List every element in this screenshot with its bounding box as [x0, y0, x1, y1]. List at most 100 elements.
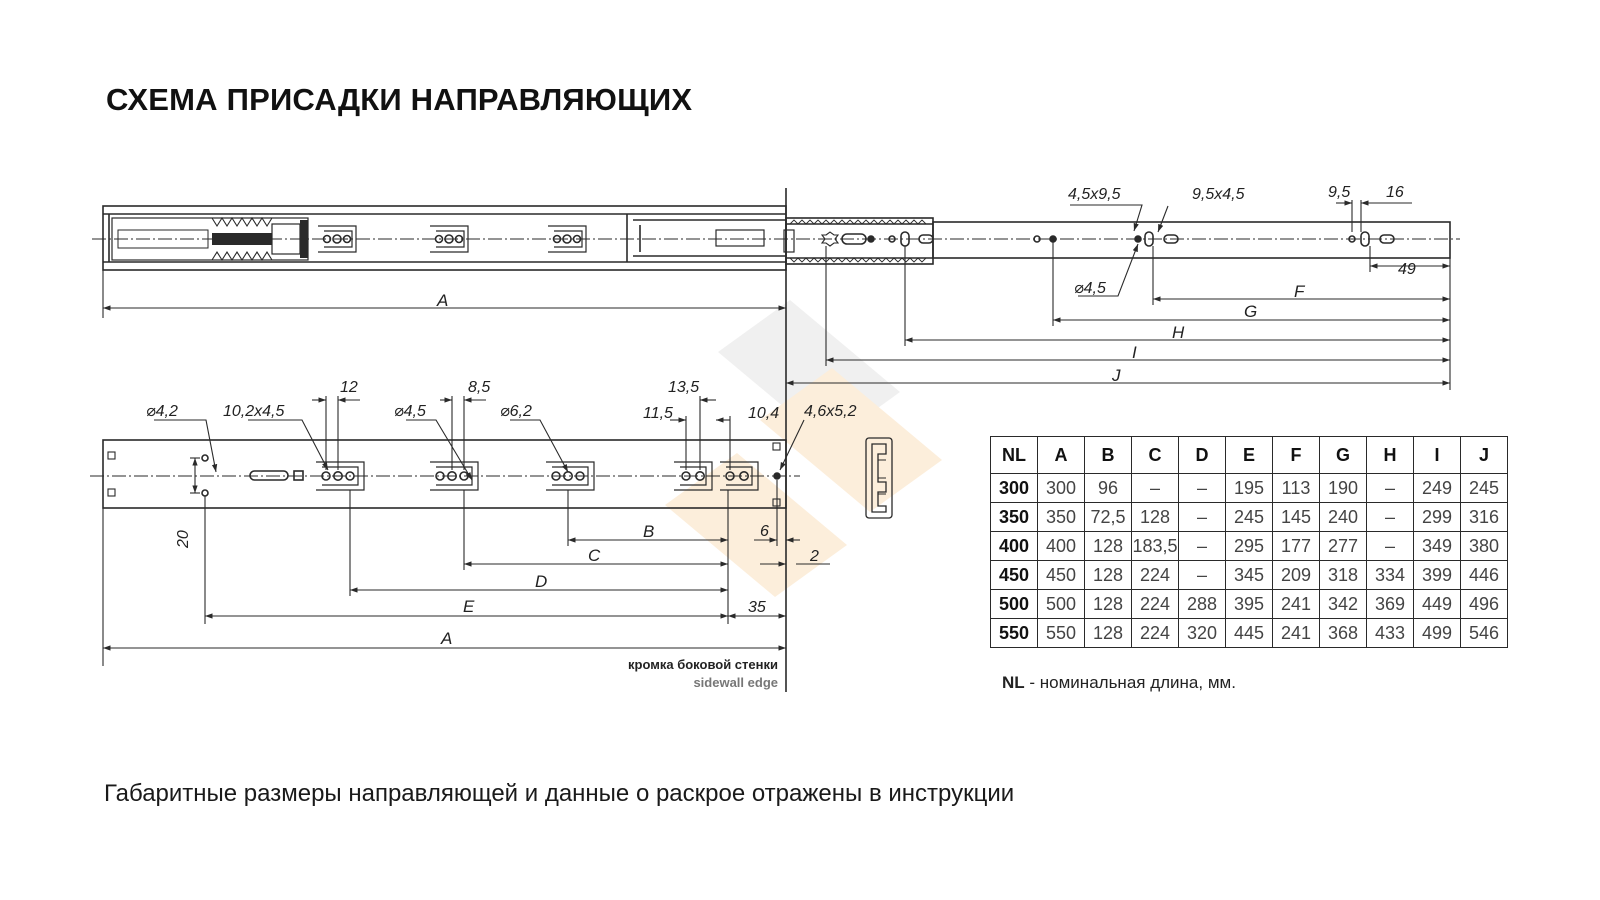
- svg-text:2: 2: [809, 548, 819, 565]
- table-row: 400 400 128 183,5 – 295 177 277 – 349 38…: [990, 531, 1508, 561]
- table-cell: 241: [1272, 589, 1320, 619]
- table-cell: 128: [1084, 589, 1132, 619]
- table-cell: 399: [1413, 560, 1461, 590]
- table-cell: 380: [1460, 531, 1508, 561]
- table-cell: 190: [1319, 473, 1367, 503]
- table-cell: 350: [990, 502, 1038, 532]
- table-cell: –: [1178, 502, 1226, 532]
- table-header: H: [1366, 436, 1414, 474]
- svg-text:13,5: 13,5: [668, 379, 699, 396]
- table-cell: 128: [1084, 560, 1132, 590]
- table-cell: 224: [1131, 618, 1179, 648]
- svg-text:49: 49: [1398, 261, 1416, 278]
- table-cell: 240: [1319, 502, 1367, 532]
- svg-text:D: D: [535, 572, 547, 591]
- table-cell: –: [1178, 473, 1226, 503]
- table-cell: 450: [990, 560, 1038, 590]
- top-dimension-lines: [102, 200, 1451, 390]
- svg-text:⌀4,5: ⌀4,5: [1074, 280, 1106, 297]
- slide-profile-section: [865, 437, 893, 519]
- table-cell: –: [1178, 560, 1226, 590]
- legend-key: NL: [1002, 673, 1025, 692]
- table-cell: 369: [1366, 589, 1414, 619]
- svg-text:35: 35: [748, 599, 766, 616]
- table-cell: 183,5: [1131, 531, 1179, 561]
- table-cell: 300: [990, 473, 1038, 503]
- bottom-dimension-texts: ⌀4,2 10,2x4,5 ⌀4,5 ⌀6,2 12 8,5 13,5 11,5…: [146, 379, 857, 690]
- svg-text:20: 20: [175, 530, 192, 549]
- table-cell: 209: [1272, 560, 1320, 590]
- table-cell: 368: [1319, 618, 1367, 648]
- table-legend: NL - номинальная длина, мм.: [1002, 673, 1236, 693]
- table-cell: 72,5: [1084, 502, 1132, 532]
- table-cell: 395: [1225, 589, 1273, 619]
- table-cell: 500: [990, 589, 1038, 619]
- table-header: J: [1460, 436, 1508, 474]
- table-cell: –: [1366, 502, 1414, 532]
- table-cell: 128: [1131, 502, 1179, 532]
- slide-inner-rail: [639, 225, 765, 252]
- table-cell: 277: [1319, 531, 1367, 561]
- table-cell: 500: [1037, 589, 1085, 619]
- table-cell: 295: [1225, 531, 1273, 561]
- edge-label-ru: кромка боковой стенки: [628, 657, 778, 672]
- table-header: NL: [990, 436, 1038, 474]
- table-cell: 300: [1037, 473, 1085, 503]
- table-cell: 400: [990, 531, 1038, 561]
- svg-text:I: I: [1132, 343, 1137, 362]
- svg-text:A: A: [440, 629, 452, 648]
- table-cell: 546: [1460, 618, 1508, 648]
- svg-text:9,5: 9,5: [1328, 184, 1350, 201]
- svg-text:E: E: [463, 597, 475, 616]
- table-cell: 345: [1225, 560, 1273, 590]
- svg-text:H: H: [1172, 323, 1185, 342]
- svg-text:8,5: 8,5: [468, 379, 490, 396]
- table-cell: 334: [1366, 560, 1414, 590]
- table-cell: 113: [1272, 473, 1320, 503]
- svg-text:C: C: [588, 546, 601, 565]
- table-cell: 316: [1460, 502, 1508, 532]
- table-cell: 299: [1413, 502, 1461, 532]
- table-header: I: [1413, 436, 1461, 474]
- table-cell: –: [1131, 473, 1179, 503]
- table-header: D: [1178, 436, 1226, 474]
- table-cell: 496: [1460, 589, 1508, 619]
- table-row: 500 500 128 224 288 395 241 342 369 449 …: [990, 589, 1508, 619]
- table-header: B: [1084, 436, 1132, 474]
- svg-text:F: F: [1294, 282, 1306, 301]
- table-cell: 245: [1225, 502, 1273, 532]
- top-dimension-texts: 4,5x9,5 9,5x4,5 ⌀4,5 9,5 16 49 F G H I J…: [436, 184, 1416, 385]
- table-cell: 349: [1413, 531, 1461, 561]
- svg-text:16: 16: [1386, 184, 1404, 201]
- table-cell: 96: [1084, 473, 1132, 503]
- svg-text:J: J: [1111, 366, 1121, 385]
- table-cell: 400: [1037, 531, 1085, 561]
- table-cell: 177: [1272, 531, 1320, 561]
- table-row: 350 350 72,5 128 – 245 145 240 – 299 316: [990, 502, 1508, 532]
- table-cell: 145: [1272, 502, 1320, 532]
- table-cell: 288: [1178, 589, 1226, 619]
- table-cell: 224: [1131, 589, 1179, 619]
- svg-text:11,5: 11,5: [643, 405, 673, 422]
- table-cell: 320: [1178, 618, 1226, 648]
- svg-text:12: 12: [340, 379, 358, 396]
- table-header: A: [1037, 436, 1085, 474]
- svg-text:⌀4,5: ⌀4,5: [394, 403, 426, 420]
- table-cell: 241: [1272, 618, 1320, 648]
- table-cell: 450: [1037, 560, 1085, 590]
- watermark-logo: [665, 300, 942, 597]
- bottom-dimension-lines: [102, 396, 830, 666]
- table-cell: 350: [1037, 502, 1085, 532]
- svg-text:10,2x4,5: 10,2x4,5: [223, 403, 284, 420]
- table-cell: 449: [1413, 589, 1461, 619]
- table-header: C: [1131, 436, 1179, 474]
- dimensions-table: NL A B C D E F G H I J 300 300 96 – – 19…: [990, 436, 1508, 648]
- table-cell: 342: [1319, 589, 1367, 619]
- svg-text:G: G: [1244, 302, 1257, 321]
- table-cell: –: [1366, 531, 1414, 561]
- table-cell: 195: [1225, 473, 1273, 503]
- page-title: СХЕМА ПРИСАДКИ НАПРАВЛЯЮЩИХ: [106, 82, 693, 117]
- svg-text:6: 6: [760, 523, 769, 540]
- table-cell: 128: [1084, 531, 1132, 561]
